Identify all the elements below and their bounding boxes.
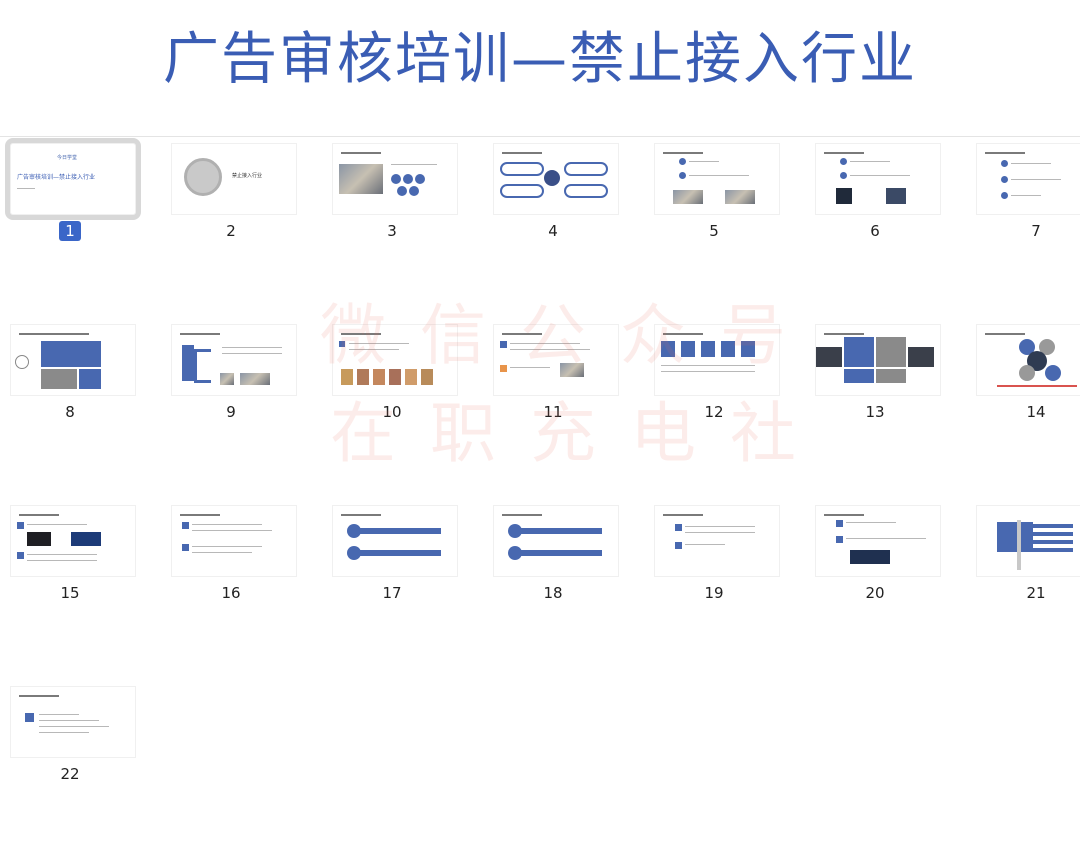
- slide-number: 1: [0, 221, 140, 241]
- slide-thumbnail-15[interactable]: 15: [0, 498, 161, 679]
- slide-thumbnail-17[interactable]: 17: [322, 498, 483, 679]
- slide-number: 7: [1031, 222, 1041, 240]
- slide-thumbnail-6[interactable]: 6: [805, 136, 966, 317]
- slide-thumbnail-4[interactable]: 4: [483, 136, 644, 317]
- slide-preview[interactable]: [332, 143, 458, 215]
- slide-thumbnail-7[interactable]: 7: [966, 136, 1080, 317]
- slide-number: 14: [1026, 403, 1046, 421]
- slide-preview[interactable]: [976, 324, 1080, 396]
- slide-number: 10: [382, 403, 402, 421]
- slide-number: 15: [60, 584, 80, 602]
- slide-preview[interactable]: [815, 324, 941, 396]
- slide-thumbnail-16[interactable]: 16: [161, 498, 322, 679]
- slide-number: 11: [543, 403, 563, 421]
- header: 广告审核培训—禁止接入行业: [0, 0, 1080, 137]
- slide-thumbnail-12[interactable]: 12: [644, 317, 805, 498]
- slide-thumbnail-1[interactable]: 今日学堂 广告审核培训—禁止接入行业 1: [0, 136, 161, 317]
- slide-preview[interactable]: [493, 324, 619, 396]
- slide-preview[interactable]: [493, 143, 619, 215]
- slide-preview[interactable]: [654, 505, 780, 577]
- slide-number: 17: [382, 584, 402, 602]
- slide-preview[interactable]: [493, 505, 619, 577]
- slide-preview[interactable]: [10, 686, 136, 758]
- slide-thumbnail-8[interactable]: 8: [0, 317, 161, 498]
- slide-preview[interactable]: [654, 143, 780, 215]
- slide-number: 16: [221, 584, 241, 602]
- slide-thumbnail-14[interactable]: 14: [966, 317, 1080, 498]
- slide-number: 6: [870, 222, 880, 240]
- slide-preview[interactable]: [10, 505, 136, 577]
- slide-number: 2: [226, 222, 236, 240]
- slide-title: 广告审核培训—禁止接入行业: [17, 174, 96, 181]
- slide-number: 22: [60, 765, 80, 783]
- brand-logo: 今日学堂: [57, 155, 78, 161]
- slide-number: 12: [704, 403, 724, 421]
- slide-preview[interactable]: [171, 324, 297, 396]
- slide-number: 20: [865, 584, 885, 602]
- slide-preview[interactable]: 禁止接入行业: [171, 143, 297, 215]
- slide-preview[interactable]: [815, 143, 941, 215]
- slide-preview[interactable]: [332, 505, 458, 577]
- slide-preview[interactable]: [171, 505, 297, 577]
- slide-number: 8: [65, 403, 75, 421]
- slide-thumbnail-18[interactable]: 18: [483, 498, 644, 679]
- slide-thumbnail-9[interactable]: 9: [161, 317, 322, 498]
- slide-number: 4: [548, 222, 558, 240]
- slide-grid: 今日学堂 广告审核培训—禁止接入行业 1 禁止接入行业 2 3: [0, 136, 1080, 789]
- prohibited-icon: [184, 158, 222, 196]
- slide-preview[interactable]: [332, 324, 458, 396]
- page-title: 广告审核培训—禁止接入行业: [163, 27, 917, 92]
- slide-preview[interactable]: [10, 324, 136, 396]
- slide-thumbnail-11[interactable]: 11: [483, 317, 644, 498]
- slide-preview[interactable]: [976, 505, 1080, 577]
- slide-thumbnail-19[interactable]: 19: [644, 498, 805, 679]
- slide-preview[interactable]: 今日学堂 广告审核培训—禁止接入行业: [5, 138, 141, 220]
- slide-number: 18: [543, 584, 563, 602]
- slide-number: 3: [387, 222, 397, 240]
- slide-number: 5: [709, 222, 719, 240]
- slide-thumbnail-2[interactable]: 禁止接入行业 2: [161, 136, 322, 317]
- slide-number: 21: [1026, 584, 1046, 602]
- slide-thumbnail-3[interactable]: 3: [322, 136, 483, 317]
- slide-number: 9: [226, 403, 236, 421]
- slide-thumbnail-20[interactable]: 20: [805, 498, 966, 679]
- slide-preview[interactable]: [654, 324, 780, 396]
- slide-preview[interactable]: [815, 505, 941, 577]
- slide-thumbnail-10[interactable]: 10: [322, 317, 483, 498]
- slide-thumbnail-21[interactable]: 21: [966, 498, 1080, 679]
- slide-number: 13: [865, 403, 885, 421]
- slide-thumbnail-22[interactable]: 22: [0, 679, 161, 860]
- slide-title: 禁止接入行业: [232, 173, 263, 179]
- slide-number: 19: [704, 584, 724, 602]
- slide-thumbnail-13[interactable]: 13: [805, 317, 966, 498]
- slide-thumbnail-5[interactable]: 5: [644, 136, 805, 317]
- slide-preview[interactable]: [976, 143, 1080, 215]
